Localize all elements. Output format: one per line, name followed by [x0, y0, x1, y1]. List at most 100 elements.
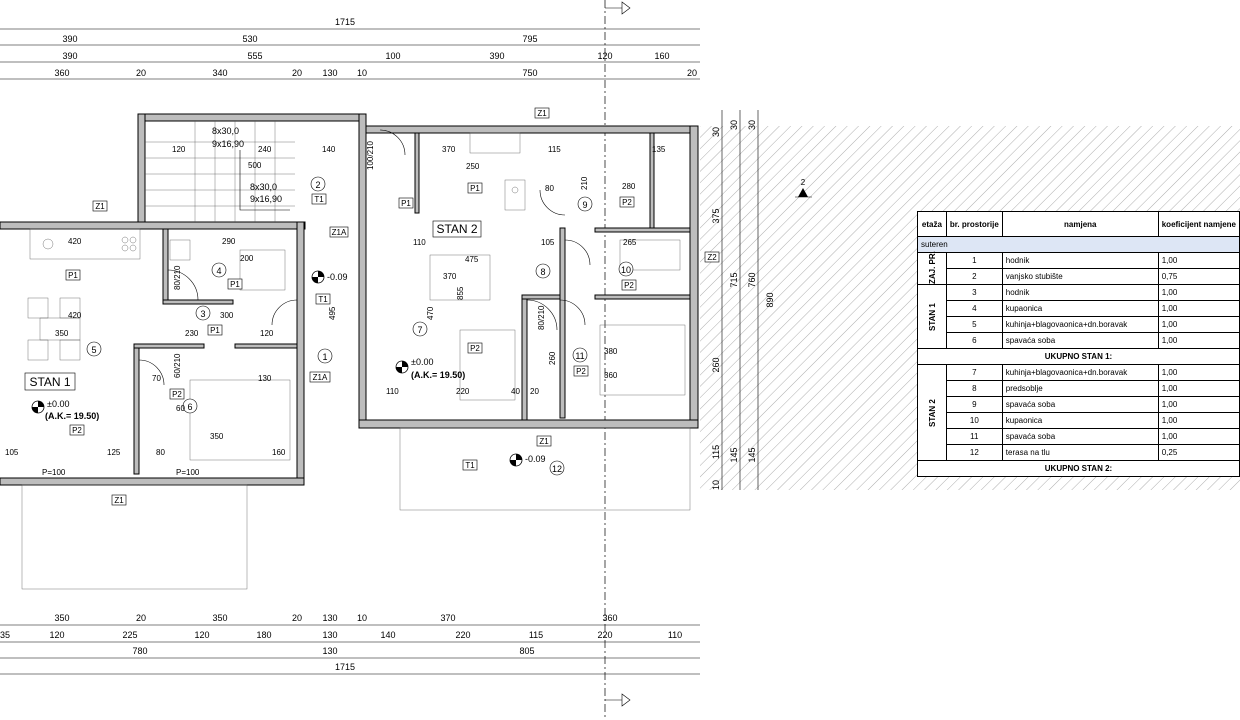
apartment-name: STAN 2 [436, 222, 477, 236]
stair-labels: 8x30,0 9x16,90 8x30,0 9x16,90 [212, 126, 282, 204]
table-row: 9 spavaća soba 1,00 [918, 396, 1240, 413]
tag: P2 [624, 281, 634, 290]
dim: 375 [711, 208, 721, 223]
cell-no: 1 [945, 252, 1003, 269]
dim: 805 [519, 646, 534, 656]
room-number: 3 [195, 305, 211, 321]
tag: P1 [68, 271, 78, 280]
tag: P1 [210, 326, 220, 335]
svg-text:80/210: 80/210 [537, 305, 546, 330]
dim: 120 [194, 630, 209, 640]
dim: 160 [654, 51, 669, 61]
cell-coef: 1,00 [1157, 316, 1240, 333]
tag: P=100 [42, 468, 66, 477]
dim: 140 [380, 630, 395, 640]
svg-text:200: 200 [240, 254, 254, 263]
svg-text:80: 80 [156, 448, 165, 457]
cell-no: 8 [945, 380, 1003, 397]
svg-text:250: 250 [466, 162, 480, 171]
inner-dimension-labels: 120 240 500 140 250 370 115 135 420 290 … [5, 141, 666, 457]
dim: 340 [212, 68, 227, 78]
total-label: UKUPNO STAN 1: [917, 348, 1240, 365]
cell-use: kupaonica [1001, 300, 1159, 317]
apartment-stan-2: STAN 2 ±0.00 (A.K.= 19.50) [395, 220, 482, 380]
svg-text:140: 140 [322, 145, 336, 154]
cell-no: 4 [945, 300, 1003, 317]
svg-text:9x16,90: 9x16,90 [212, 139, 244, 149]
section-mark: 2 [795, 178, 812, 198]
cell-use: hodnik [1001, 252, 1159, 269]
tag: T1 [318, 295, 328, 304]
cell-coef: 1,00 [1157, 252, 1240, 269]
svg-text:80/210: 80/210 [173, 265, 182, 290]
table-row: STAN 1 3 hodnik 1,00 [917, 284, 1240, 349]
room-number: 1 [317, 348, 333, 364]
dim: 360 [54, 68, 69, 78]
room-numbers: 1 2 3 4 5 6 7 8 9 10 11 12 [86, 176, 634, 476]
room-number: 11 [572, 347, 588, 363]
svg-text:380: 380 [604, 347, 618, 356]
table-row: 2 vanjsko stubište 0,75 [918, 268, 1240, 285]
svg-text:105: 105 [5, 448, 19, 457]
terrace-stan-2 [399, 427, 691, 511]
group-label: STAN 1 [917, 284, 947, 349]
dim: 555 [247, 51, 262, 61]
svg-text:260: 260 [548, 351, 557, 365]
svg-text:11: 11 [575, 351, 584, 361]
tag: P2 [576, 367, 586, 376]
apartment-level: ±0.00 [411, 357, 433, 367]
dim: 130 [322, 613, 337, 623]
svg-text:360: 360 [604, 371, 618, 380]
section-mark-label: 2 [801, 178, 806, 187]
svg-text:290: 290 [222, 237, 236, 246]
tag: Z2 [707, 253, 717, 262]
tag: P1 [401, 199, 411, 208]
table-total-row: UKUPNO STAN 1: [917, 348, 1240, 365]
cell-no: 12 [945, 444, 1003, 461]
tag: P=100 [176, 468, 200, 477]
dim: 370 [440, 613, 455, 623]
svg-text:115: 115 [548, 145, 561, 154]
cell-no: 6 [945, 332, 1003, 349]
svg-text:300: 300 [220, 311, 234, 320]
walls [0, 113, 699, 486]
column-header: koeficijent namjene [1157, 211, 1240, 237]
svg-text:240: 240 [258, 145, 272, 154]
svg-text:60/210: 60/210 [173, 353, 182, 378]
svg-text:80: 80 [545, 184, 554, 193]
dim: 20 [292, 68, 302, 78]
svg-text:265: 265 [623, 238, 637, 247]
table-row: ZAJ. PR. 1 hodnik 1,00 [917, 251, 1240, 285]
apartment-level: ±0.00 [47, 399, 69, 409]
svg-text:110: 110 [413, 238, 426, 247]
cell-coef: 1,00 [1157, 364, 1240, 381]
room-number: 6 [182, 398, 198, 414]
svg-text:160: 160 [272, 448, 286, 457]
svg-text:370: 370 [442, 145, 456, 154]
tag: Z1 [114, 496, 124, 505]
svg-text:125: 125 [107, 448, 121, 457]
cell-coef: 1,00 [1157, 300, 1240, 317]
table-row: 12 terasa na tlu 0,25 [918, 444, 1240, 461]
room-number: 8 [535, 263, 551, 279]
table-total-row: UKUPNO STAN 2: [917, 460, 1240, 477]
dimension-lines [0, 28, 759, 675]
tag: Z1 [95, 202, 105, 211]
dim: 780 [132, 646, 147, 656]
svg-text:40: 40 [511, 387, 520, 396]
svg-text:110: 110 [386, 387, 399, 396]
terrace-stan-1 [21, 484, 248, 590]
svg-text:500: 500 [248, 161, 262, 170]
svg-text:135: 135 [652, 145, 666, 154]
cell-no: 9 [945, 396, 1003, 413]
material-tags: P1 P1 P1 P1 P1 P2 P2 P2 P2 P2 P2 T1 T1 T… [42, 107, 720, 506]
cell-no: 5 [945, 316, 1003, 333]
dim: 100 [385, 51, 400, 61]
svg-text:370: 370 [443, 272, 457, 281]
apartment-stan-1: STAN 1 ±0.00 (A.K.= 19.50) [24, 372, 99, 421]
dim: 30 [729, 120, 739, 130]
cell-use: terasa na tlu [1001, 444, 1159, 461]
tag: T1 [314, 195, 324, 204]
room-number: 4 [211, 262, 227, 278]
svg-text:6: 6 [187, 402, 192, 412]
